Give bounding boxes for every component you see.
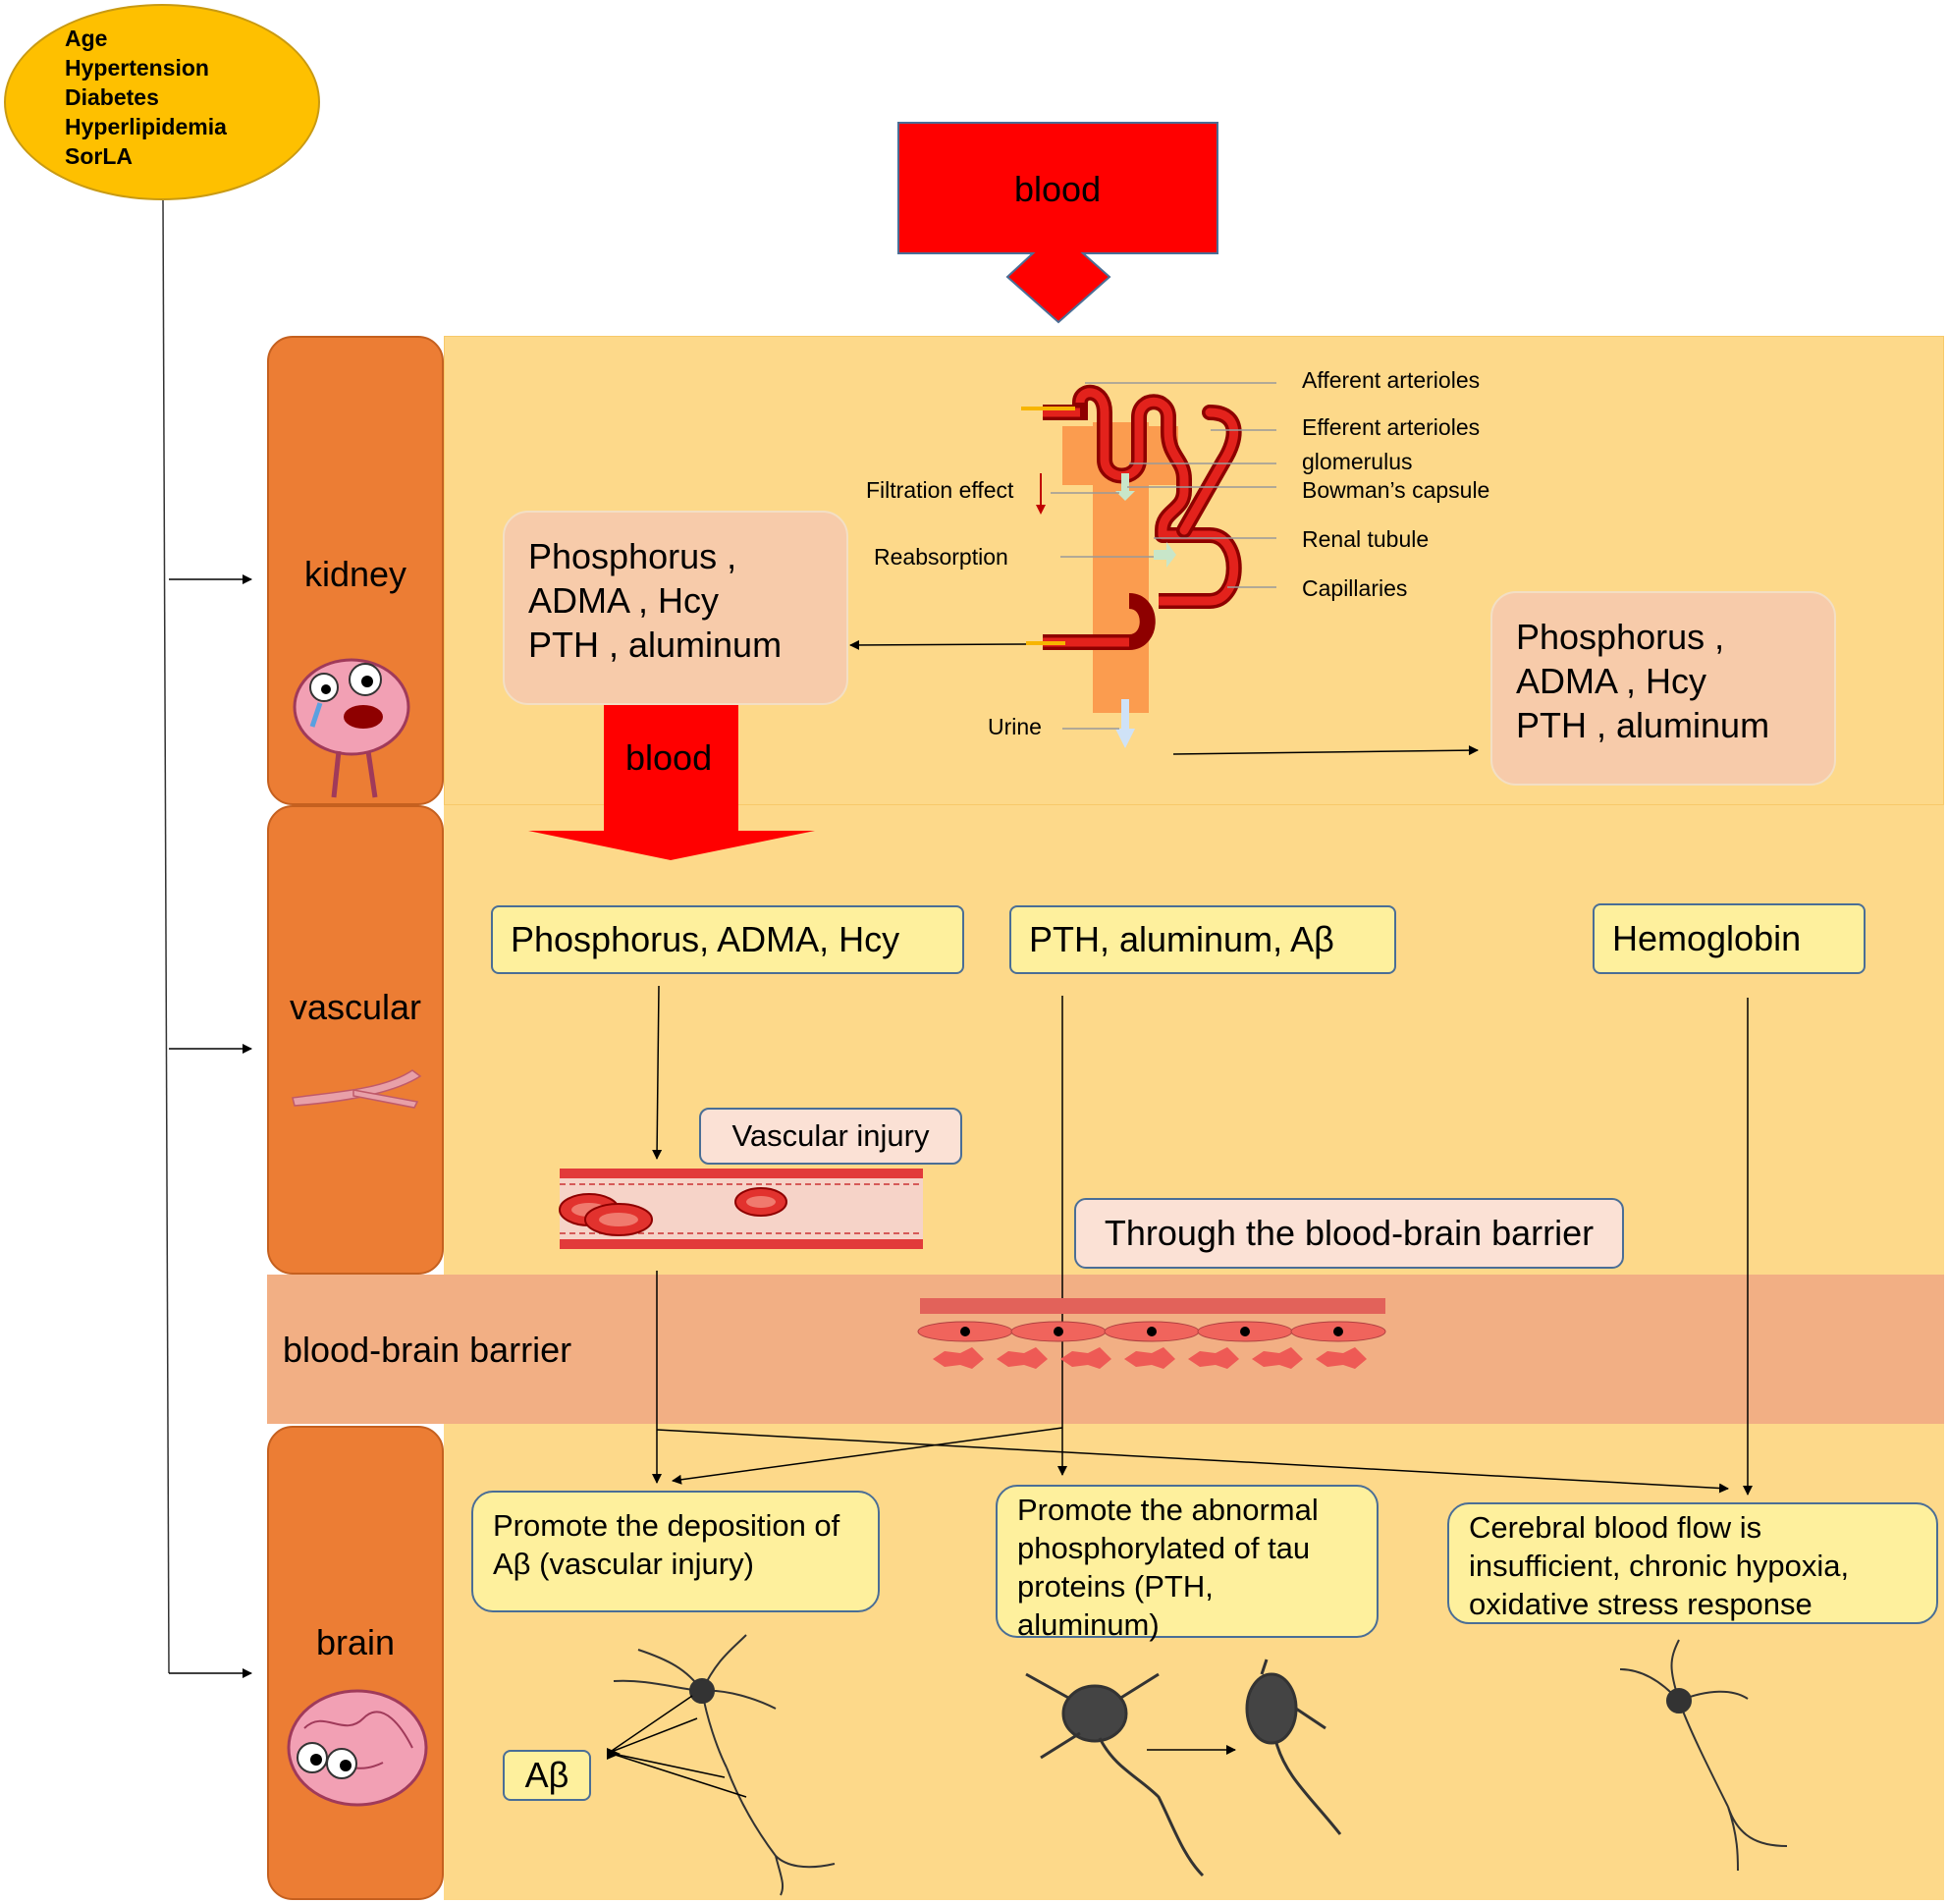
vascular-box-hemoglobin: Hemoglobin	[1593, 903, 1866, 974]
bowman-label: Bowman’s capsule	[1302, 477, 1490, 503]
vascular-box-text: PTH, aluminum, Aβ	[1029, 919, 1334, 959]
abeta-box: Aβ	[503, 1750, 591, 1801]
reabsorption-label: Reabsorption	[874, 544, 1008, 570]
top-blood-arrow	[897, 122, 1218, 324]
vascular-injury-text: Vascular injury	[731, 1118, 930, 1153]
brain-callout-tau: Promote the abnormal phosphorylated of t…	[996, 1485, 1379, 1642]
blood-vessel-illustration	[559, 1169, 923, 1249]
bbb-label: blood-brain barrier	[283, 1330, 572, 1370]
vascular-box-pth: PTH, aluminum, Aβ	[1009, 905, 1396, 974]
vascular-side-label: vascular	[267, 805, 444, 1275]
risk-factor-list: Age Hypertension Diabetes Hyperlipidemia…	[65, 24, 227, 171]
brain-callout-text: Cerebral blood flow is insufficient, chr…	[1469, 1510, 1850, 1621]
nephron-illustration	[1021, 384, 1242, 748]
brain-callout-abeta: Promote the deposition of Aβ (vascular i…	[471, 1491, 880, 1612]
kidney-excreted-line: Phosphorus ,	[1516, 617, 1725, 657]
abeta-text: Aβ	[524, 1755, 569, 1795]
tubule-label: Renal tubule	[1302, 526, 1430, 552]
afferent-label: Afferent arterioles	[1302, 367, 1481, 393]
hypoxia-neuron-illustration	[1619, 1639, 1788, 1872]
risk-factor-item: Diabetes	[65, 84, 159, 110]
through-bbb-callout: Through the blood-brain barrier	[1074, 1198, 1624, 1269]
kidney-excreted-line: ADMA , Hcy	[1516, 661, 1707, 701]
tau-neuron-illustration	[1025, 1659, 1342, 1877]
brain-callout-text: Promote the abnormal phosphorylated of t…	[1017, 1493, 1319, 1642]
vascular-label: vascular	[289, 987, 422, 1027]
filtration-label: Filtration effect	[866, 477, 1014, 503]
capillaries-label: Capillaries	[1302, 575, 1408, 601]
kidney-elevated-line: ADMA , Hcy	[528, 580, 720, 621]
kidney-label: kidney	[303, 554, 407, 594]
urine-label: Urine	[988, 714, 1042, 739]
top-blood-label: blood	[1014, 169, 1102, 209]
brain-side-label: brain	[267, 1426, 444, 1900]
risk-factor-item: Hyperlipidemia	[65, 114, 227, 139]
neuron-illustration	[613, 1634, 836, 1896]
kidney-mascot-icon	[293, 658, 410, 798]
kidney-elevated-line: PTH , aluminum	[528, 625, 783, 665]
glomerulus-label: glomerulus	[1302, 449, 1413, 474]
risk-factor-item: Hypertension	[65, 55, 209, 81]
mid-blood-arrow	[528, 703, 815, 860]
vascular-box-text: Hemoglobin	[1612, 918, 1802, 958]
brain-label: brain	[315, 1622, 396, 1662]
mid-blood-label: blood	[625, 737, 713, 778]
risk-factor-oval	[4, 4, 320, 200]
risk-factor-item: Age	[65, 26, 108, 51]
kidney-excreted-box: Phosphorus , ADMA , Hcy PTH , aluminum	[1490, 591, 1836, 786]
kidney-elevated-line: Phosphorus ,	[528, 536, 737, 576]
vascular-box-text: Phosphorus, ADMA, Hcy	[511, 919, 900, 959]
risk-factor-line	[162, 199, 170, 1674]
brain-callout-text: Promote the deposition of Aβ (vascular i…	[493, 1508, 840, 1581]
efferent-label: Efferent arterioles	[1302, 414, 1481, 440]
brain-mascot-icon	[287, 1689, 428, 1807]
vascular-box-phosphorus: Phosphorus, ADMA, Hcy	[491, 905, 964, 974]
through-bbb-text: Through the blood-brain barrier	[1104, 1213, 1595, 1253]
vascular-injury-callout: Vascular injury	[699, 1108, 962, 1165]
bbb-cell-illustration	[917, 1298, 1386, 1369]
kidney-elevated-box: Phosphorus , ADMA , Hcy PTH , aluminum	[503, 511, 848, 705]
risk-factor-item: SorLA	[65, 143, 133, 169]
kidney-excreted-line: PTH , aluminum	[1516, 705, 1770, 745]
brain-callout-hypoxia: Cerebral blood flow is insufficient, chr…	[1447, 1502, 1938, 1624]
